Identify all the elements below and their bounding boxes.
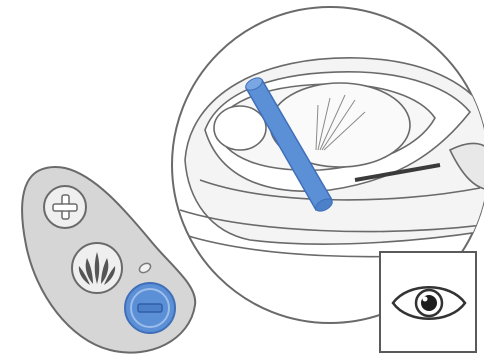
eye-badge — [380, 252, 476, 352]
nozzle-housing — [214, 106, 266, 150]
remote-control — [22, 167, 195, 353]
minus-button[interactable] — [125, 283, 175, 333]
minus-icon — [138, 304, 162, 312]
plus-button[interactable] — [44, 186, 86, 228]
spray-button[interactable] — [72, 243, 122, 293]
